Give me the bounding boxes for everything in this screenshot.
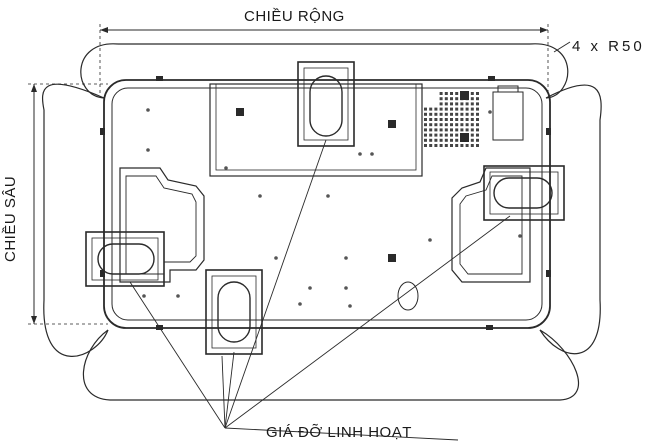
holder-top <box>297 61 355 147</box>
holder-bottom <box>205 269 263 355</box>
top-recess-panel <box>209 83 423 262</box>
width-label: CHIỀU RỘNG <box>244 8 345 25</box>
oval-cutout <box>397 281 419 311</box>
outer-overlay-outline <box>41 41 602 401</box>
holder-left <box>85 231 165 287</box>
holder-leader-lines <box>129 139 511 441</box>
speaker-grille <box>424 92 479 147</box>
right-tray-recess <box>451 167 531 283</box>
depth-label: CHIỀU SÂU <box>2 175 19 262</box>
depth-dimension <box>28 83 108 325</box>
holder-right <box>483 165 565 221</box>
screw-holes <box>142 108 522 308</box>
flexible-holder-label: GIÁ ĐỠ LINH HOẠT <box>266 424 412 441</box>
width-dimension <box>99 24 549 96</box>
corner-radius-label: 4 x R50 <box>572 38 645 55</box>
table-top <box>103 79 551 329</box>
left-tray-recess <box>119 167 205 283</box>
